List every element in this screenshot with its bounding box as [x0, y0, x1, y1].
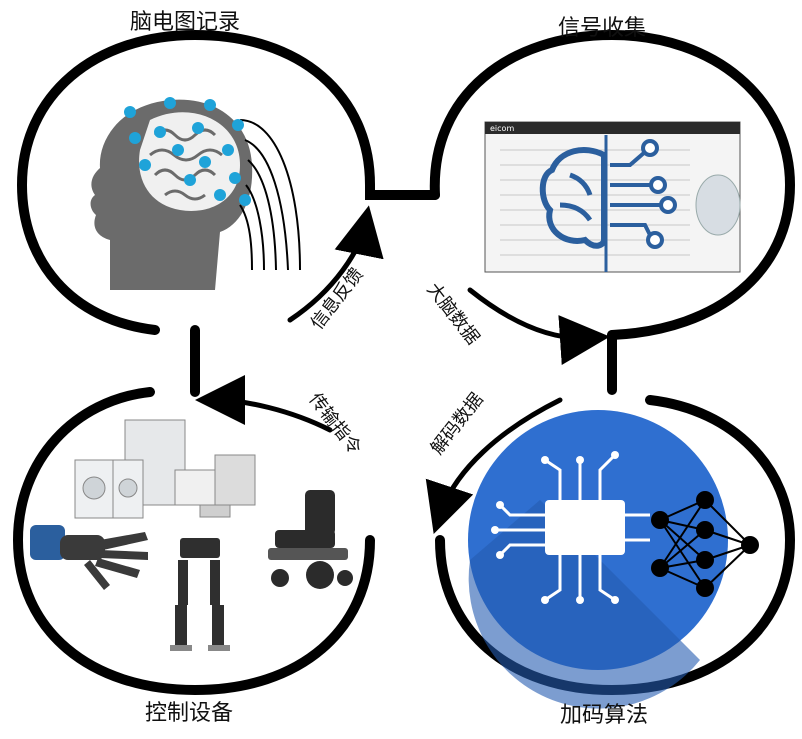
signal-monitor-icon: eicom: [484, 121, 741, 273]
power-wheelchair: [268, 490, 353, 589]
appliances: [74, 419, 256, 519]
decode-algorithm-icon: [468, 410, 759, 709]
arrow-transmit-cmd: [195, 375, 333, 433]
arrow-feedback: [287, 205, 384, 323]
eeg-head-icon: [90, 97, 301, 290]
node-label-device: 控制设备: [145, 701, 234, 726]
flow-arrows: [195, 205, 610, 534]
arrow-decoded-data: [425, 397, 563, 534]
node-label-signal: 信号收集: [558, 16, 647, 41]
arrow-brain-data: [467, 287, 610, 365]
loop-outline: [12, 29, 796, 696]
monitor-app-title: eicom: [490, 124, 514, 133]
node-label-decode: 加码算法: [560, 703, 649, 728]
robotic-hand: [30, 525, 148, 590]
electrode-dots: [124, 97, 251, 206]
exoskeleton: [170, 538, 230, 651]
control-devices-icon: [30, 419, 353, 651]
node-label-eeg: 脑电图记录: [130, 10, 241, 35]
